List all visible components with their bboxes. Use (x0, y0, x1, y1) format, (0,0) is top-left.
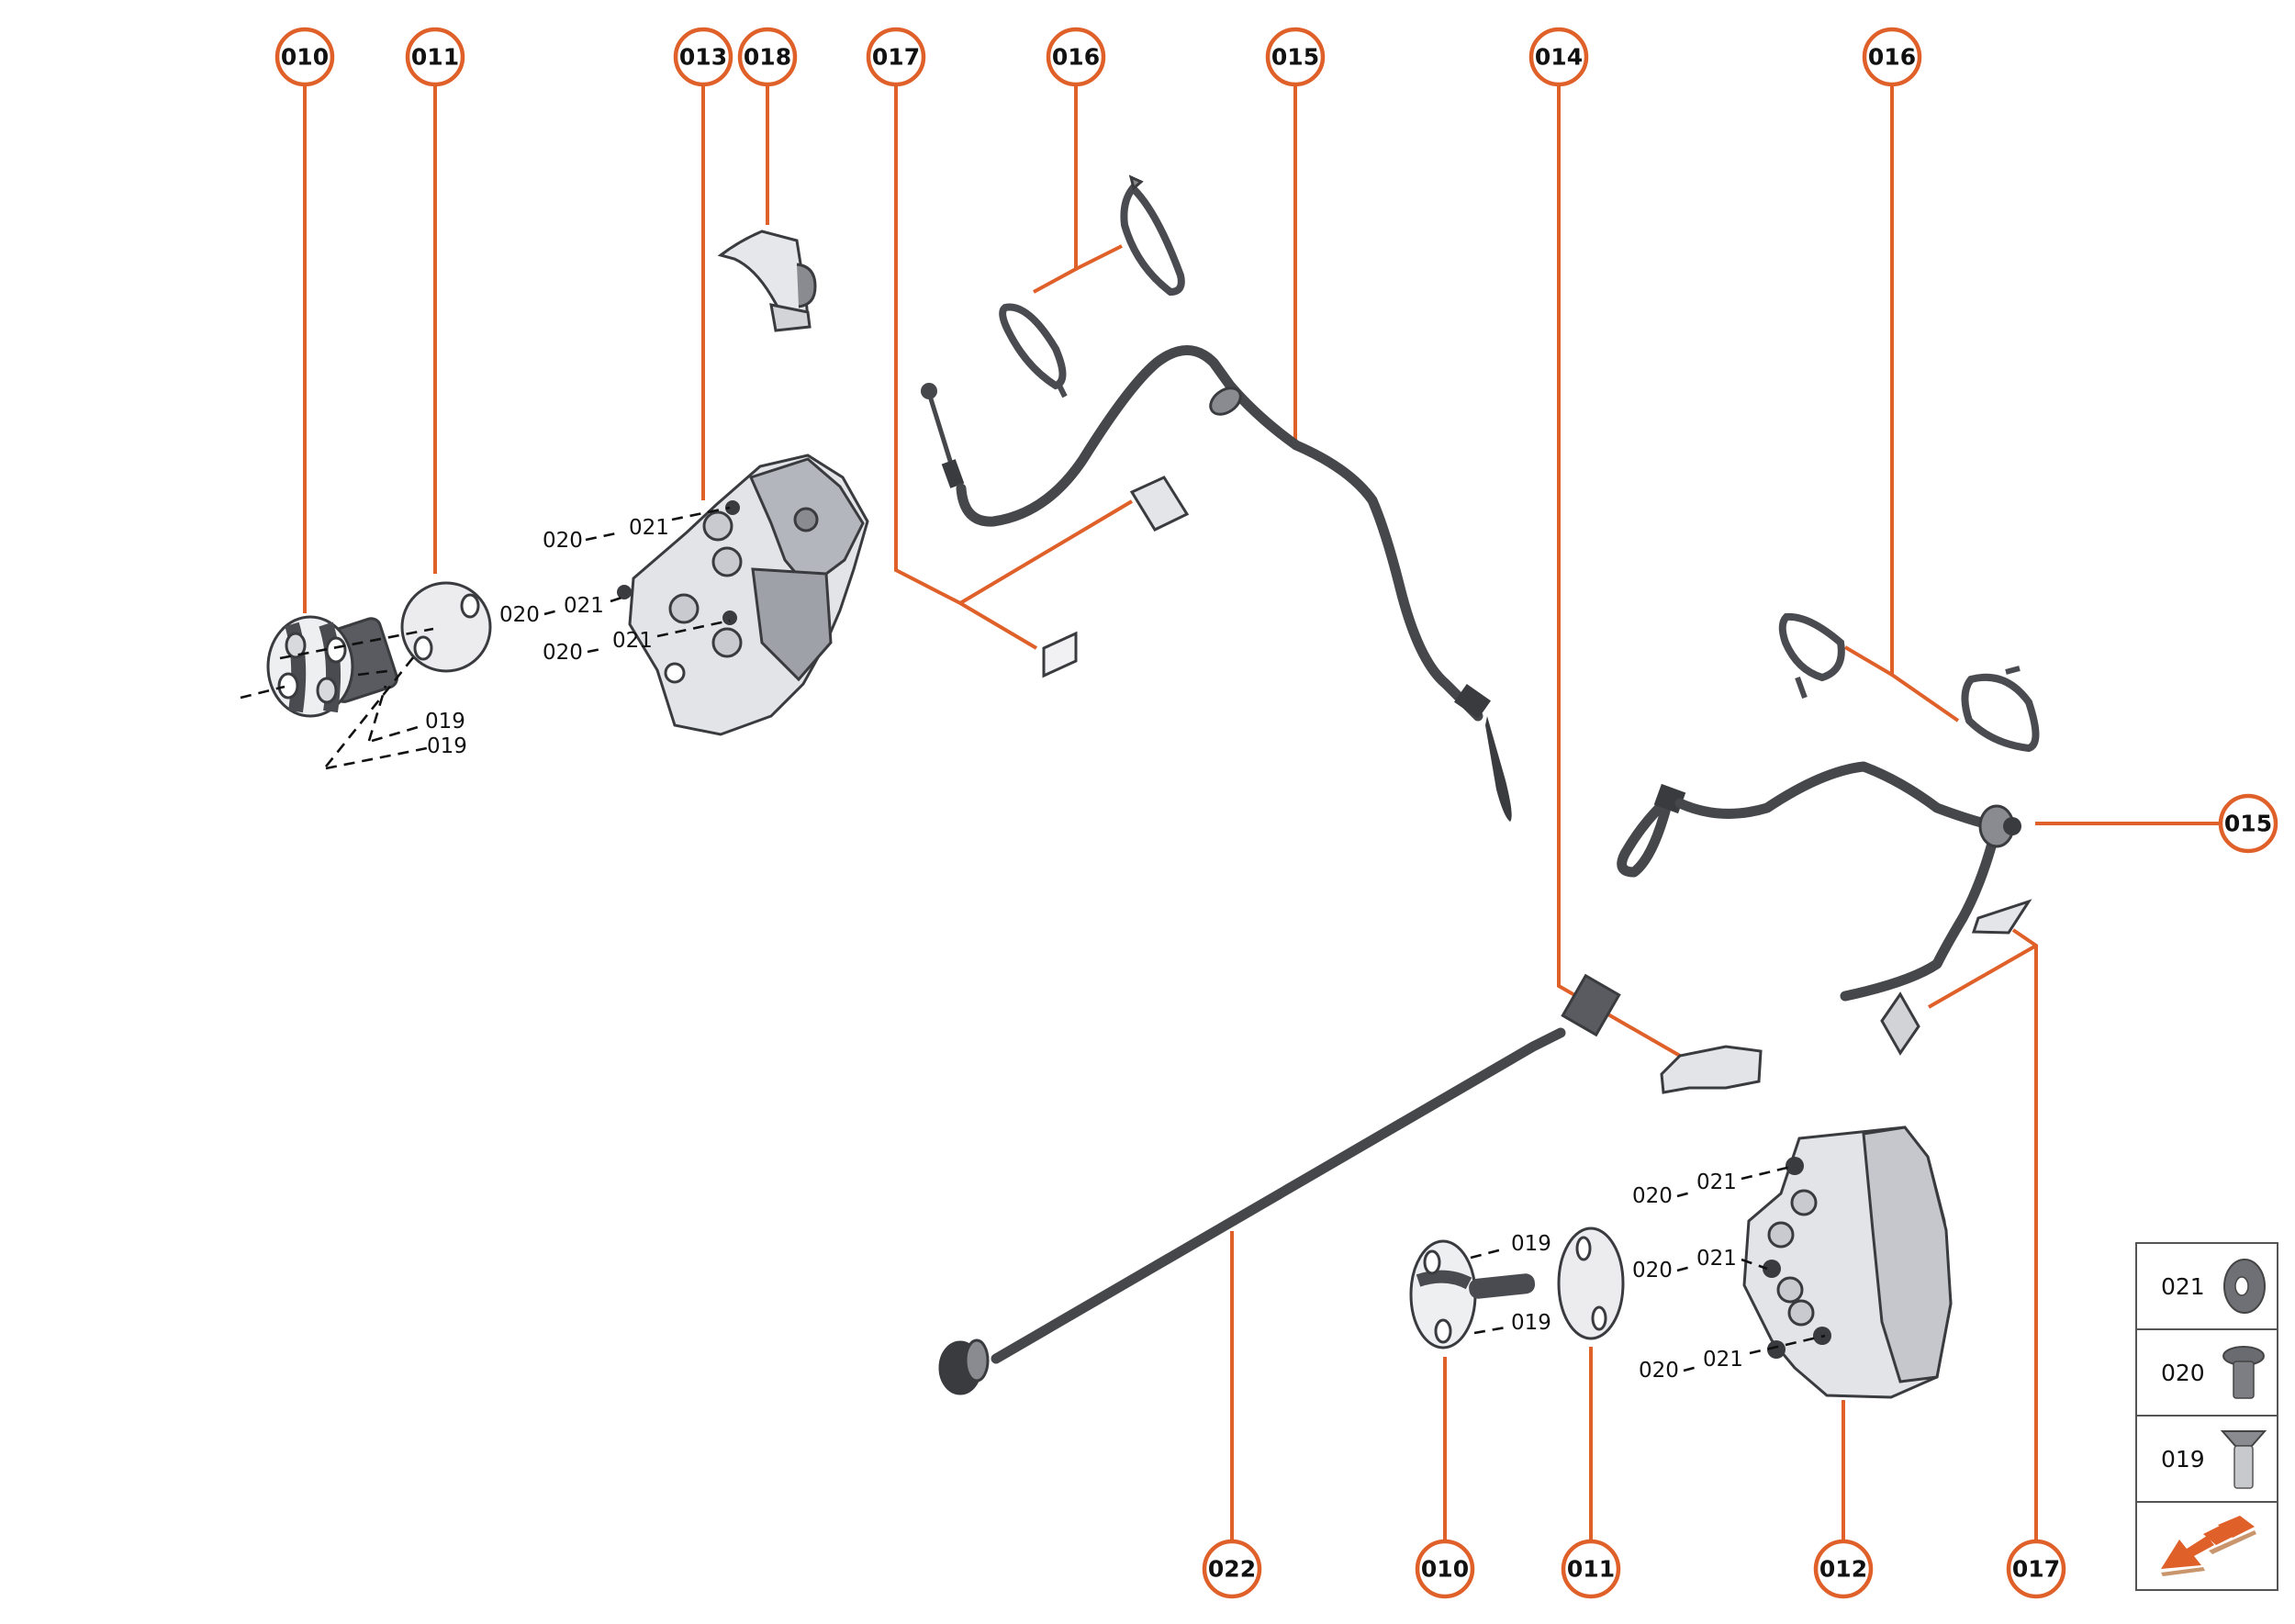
svg-text:010: 010 (281, 44, 329, 71)
striker-part-010-lower (1409, 1239, 1536, 1350)
direction-arrow-icon (2147, 1511, 2267, 1581)
svg-text:018: 018 (744, 44, 791, 71)
legend-label-021: 021 (2161, 1272, 2205, 1300)
leader-016-right (1843, 86, 1894, 678)
svg-text:022: 022 (1208, 1556, 1256, 1583)
svg-text:011: 011 (411, 44, 459, 71)
svg-text:015: 015 (2224, 811, 2272, 837)
callout-018[interactable]: 018 (737, 27, 798, 87)
svg-text:012: 012 (1819, 1556, 1867, 1583)
callout-014[interactable]: 014 (1528, 27, 1589, 87)
label-020-lower-3: 020 (1639, 1359, 1679, 1383)
cable-part-022 (938, 1027, 1566, 1395)
countersunk-screw-icon (2218, 1424, 2269, 1494)
callout-012[interactable]: 012 (1813, 1539, 1874, 1599)
fastener-labels-lower-latch: 020 021 020 021 020 021 (1632, 1164, 1826, 1383)
callout-013[interactable]: 013 (673, 27, 733, 87)
label-019-lower-1: 019 (1511, 1232, 1551, 1256)
label-021-upper-2: 021 (564, 594, 604, 618)
legend-row-020[interactable]: 020 (2137, 1330, 2277, 1417)
svg-text:016: 016 (1052, 44, 1100, 71)
label-021-lower-1: 021 (1696, 1170, 1737, 1194)
label-020-lower-1: 020 (1632, 1184, 1673, 1208)
callout-010-top[interactable]: 010 (274, 27, 335, 87)
svg-text:010: 010 (1421, 1556, 1469, 1583)
callout-016-left[interactable]: 016 (1046, 27, 1106, 87)
label-020-lower-2: 020 (1632, 1259, 1673, 1282)
callouts-top: 010 011 013 018 017 016 015 014 016 (274, 27, 1922, 87)
legend-row-direction[interactable] (2137, 1503, 2277, 1589)
legend-row-021[interactable]: 021 (2137, 1244, 2277, 1330)
leader-016-right-branch (1890, 673, 1960, 722)
label-020-upper-3: 020 (543, 641, 583, 665)
callout-011-top[interactable]: 011 (405, 27, 465, 87)
callout-011-bottom[interactable]: 011 (1561, 1539, 1621, 1599)
clip-part-018 (717, 230, 817, 332)
cable-ties-part-016-left (999, 174, 1185, 398)
leader-017-top-branch (958, 499, 1134, 605)
label-021-lower-3: 021 (1703, 1348, 1743, 1372)
label-020-upper-2: 020 (499, 603, 540, 627)
legend-label-020: 020 (2161, 1359, 2205, 1386)
washer-icon (2218, 1251, 2269, 1321)
pads-part-017-upper (1042, 476, 1190, 678)
leader-017-bottom-branch (1928, 944, 2037, 1009)
svg-text:011: 011 (1567, 1556, 1615, 1583)
legend-row-019[interactable]: 019 (2137, 1417, 2277, 1503)
leader-017-top (894, 86, 1038, 650)
cable-ties-part-016-right (1778, 612, 2040, 753)
svg-text:013: 013 (679, 44, 727, 71)
svg-text:015: 015 (1271, 44, 1319, 71)
callout-015-top[interactable]: 015 (1265, 27, 1326, 87)
gasket-part-011-upper (400, 581, 492, 673)
leader-014 (1557, 86, 1681, 1058)
legend-label-019: 019 (2161, 1445, 2205, 1473)
gasket-part-011-lower (1557, 1226, 1625, 1340)
callout-010-bottom[interactable]: 010 (1415, 1539, 1475, 1599)
label-021-lower-2: 021 (1696, 1247, 1737, 1271)
callout-015-right[interactable]: 015 (2218, 793, 2278, 854)
svg-text:017: 017 (872, 44, 920, 71)
svg-text:016: 016 (1868, 44, 1916, 71)
leader-017-bottom (2011, 928, 2038, 1540)
callout-017-top[interactable]: 017 (866, 27, 926, 87)
fastener-labels-upper-latch: 020 021 020 021 020 021 (499, 506, 731, 665)
pads-part-017-right (1880, 899, 2032, 1056)
leader-016-left-branch (1075, 244, 1123, 271)
fastener-guides-upper-striker (240, 627, 434, 770)
fastener-legend: 021 020 019 (2135, 1242, 2278, 1591)
cable-part-015-upper (921, 345, 1512, 822)
leader-016-left (1033, 86, 1078, 294)
latch-part-012 (1742, 1126, 1953, 1399)
label-021-upper-3: 021 (612, 629, 653, 653)
svg-text:014: 014 (1535, 44, 1583, 71)
label-019-upper-1: 019 (425, 710, 465, 734)
leader-lines (303, 86, 2219, 1540)
pan-head-screw-icon (2218, 1338, 2269, 1407)
latch-part-013 (617, 454, 869, 736)
striker-part-010-upper (266, 615, 398, 718)
callout-022[interactable]: 022 (1202, 1539, 1262, 1599)
svg-text:017: 017 (2012, 1556, 2060, 1583)
label-021-upper-1: 021 (629, 516, 669, 540)
callout-016-right[interactable]: 016 (1862, 27, 1922, 87)
label-019-lower-2: 019 (1511, 1311, 1551, 1335)
label-020-upper-1: 020 (543, 529, 583, 553)
cable-part-015-right (1617, 761, 2021, 1002)
label-019-upper-2: 019 (427, 734, 467, 758)
callout-017-bottom[interactable]: 017 (2006, 1539, 2066, 1599)
callouts-bottom: 022 010 011 012 017 (1202, 1539, 2066, 1599)
connector-part-014 (1561, 973, 1763, 1094)
